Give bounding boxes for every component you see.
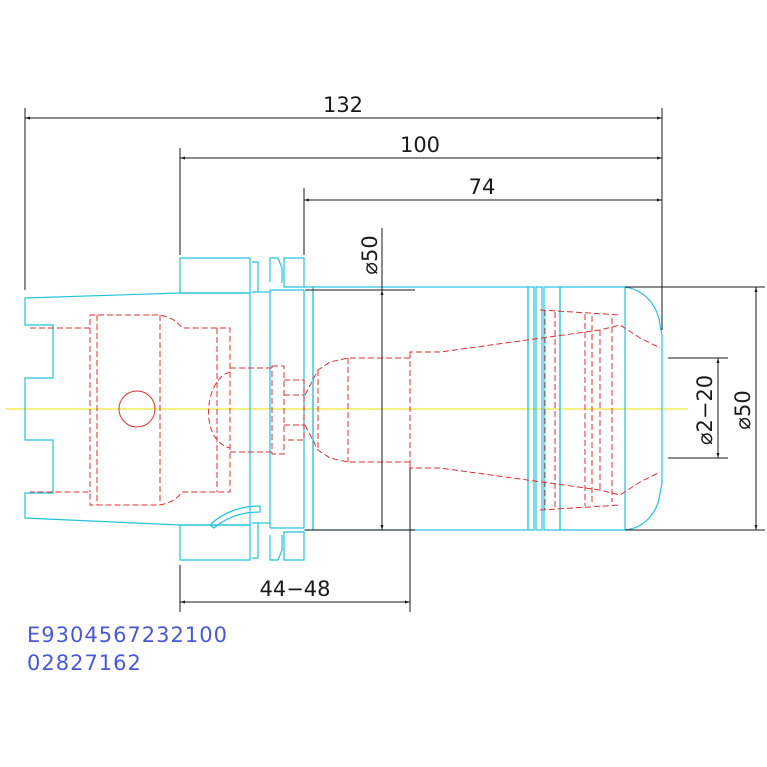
dimension-lines bbox=[24, 108, 765, 612]
hidden-solid-details bbox=[118, 371, 231, 449]
dim-clamp-range: ⌀2−20 bbox=[693, 375, 717, 445]
dim-overall-length: 132 bbox=[323, 93, 363, 117]
article-number-text: 02827162 bbox=[27, 651, 142, 675]
dim-body-length: 74 bbox=[469, 175, 496, 199]
dim-nose-diameter: ⌀50 bbox=[731, 390, 755, 429]
dim-flange-length: 100 bbox=[400, 133, 440, 157]
order-number-text: E9304567232100 bbox=[27, 623, 228, 647]
internal-hidden-lines bbox=[30, 309, 661, 511]
dim-gauge-length: 44−48 bbox=[259, 577, 330, 601]
dim-body-diameter: ⌀50 bbox=[358, 235, 382, 274]
